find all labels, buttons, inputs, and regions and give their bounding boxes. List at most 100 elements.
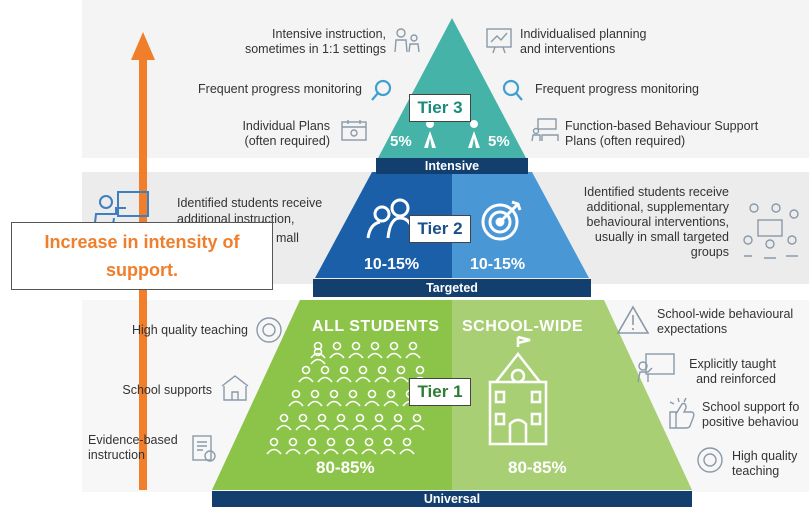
student-head (317, 413, 327, 423)
student-head (383, 437, 393, 447)
student-head (332, 341, 342, 351)
student-body (383, 400, 399, 407)
student-head (326, 437, 336, 447)
student-head (348, 389, 358, 399)
left-t3-progress-monitoring: Frequent progress monitoring (198, 82, 362, 96)
tier3-triangle (378, 18, 526, 158)
right-t3-individualised-planning: Individualised planning and intervention… (520, 27, 647, 56)
whiteboard-icon (486, 28, 512, 54)
tier3-label: Tier 3 (409, 94, 471, 122)
student-body (323, 448, 339, 455)
tier1-band: Universal (212, 491, 692, 507)
intensity-callout: Increase in intensity of support. (11, 222, 273, 290)
student-head (393, 413, 403, 423)
tier2-right-pct: 10-15% (470, 256, 526, 273)
teacher-student-icon (394, 28, 420, 53)
student-body (405, 352, 421, 359)
student-head (415, 365, 425, 375)
left-t1-high-quality-teaching: High quality teaching (131, 323, 248, 337)
school-building-icon (488, 335, 548, 446)
student-head (345, 437, 355, 447)
right-t3-progress-monitoring: Frequent progress monitoring (535, 82, 699, 96)
student-head (370, 341, 380, 351)
student-head (367, 389, 377, 399)
left-t2-line3: mall (276, 231, 299, 245)
right-t1-school-support: School support fo positive behaviou (702, 400, 800, 429)
left-t1-school-supports: School supports (122, 383, 212, 397)
student-body (399, 448, 415, 455)
student-body (266, 448, 282, 455)
student-head (301, 365, 311, 375)
left-t1-evidence-based: Evidence-based instruction (88, 433, 178, 462)
student-figures-tier3 (424, 120, 480, 148)
student-head (402, 437, 412, 447)
student-head (313, 341, 323, 351)
right-t1-high-quality-teaching: High quality teaching (732, 449, 798, 478)
student-body (307, 400, 323, 407)
student-head (320, 365, 330, 375)
student-body (326, 400, 342, 407)
student-head (288, 437, 298, 447)
student-body (342, 448, 358, 455)
right-t1-expectations: School-wide behavioural expectations (657, 307, 794, 336)
award-badge-icon (256, 317, 282, 343)
left-t2-line1: Identified students receive (177, 196, 323, 210)
student-body (390, 424, 406, 431)
student-body (409, 424, 425, 431)
tier2-label: Tier 2 (409, 215, 471, 243)
student-head (364, 437, 374, 447)
student-body (361, 448, 377, 455)
left-t3-individual-plans: Individual Plans (often required) (242, 119, 330, 148)
student-head (396, 365, 406, 375)
students-grid-icon (310, 347, 326, 365)
student-head (358, 365, 368, 375)
thumbs-up-icon (669, 397, 695, 429)
student-head (307, 437, 317, 447)
student-body (317, 376, 333, 383)
tier1-label: Tier 1 (409, 378, 471, 406)
document-check-icon (192, 435, 216, 462)
student-body (352, 424, 368, 431)
student-head (408, 341, 418, 351)
small-group-icon (743, 203, 799, 259)
right-t1-explicitly-taught: Explicitly taught and reinforced (689, 357, 776, 386)
all-students-caption: ALL STUDENTS (312, 318, 440, 335)
tier1-right (452, 300, 692, 490)
all-students-illustration (266, 341, 428, 455)
school-wide-caption: SCHOOL-WIDE (462, 318, 584, 335)
student-head (389, 341, 399, 351)
student-body (371, 424, 387, 431)
tier2-left (315, 172, 452, 278)
student-head (377, 365, 387, 375)
student-body (298, 376, 314, 383)
student-body (304, 448, 320, 455)
student-head (279, 413, 289, 423)
student-head (374, 413, 384, 423)
student-body (295, 424, 311, 431)
student-body (355, 376, 371, 383)
tier3-right-pct: 5% (488, 133, 510, 150)
student-head (339, 365, 349, 375)
student-head (351, 341, 361, 351)
student-body (393, 376, 409, 383)
calendar-icon (341, 120, 367, 141)
classroom-icon (531, 118, 559, 142)
tier3-band: Intensive (376, 158, 528, 174)
student-body (364, 400, 380, 407)
student-body (314, 424, 330, 431)
student-body (367, 352, 383, 359)
student-body (288, 400, 304, 407)
tier2-right (452, 172, 589, 278)
tier2-band: Targeted (313, 279, 591, 297)
student-head (355, 413, 365, 423)
student-body (380, 448, 396, 455)
student-head (310, 389, 320, 399)
tier3-left-pct: 5% (390, 133, 412, 150)
student-head (329, 389, 339, 399)
tier2-left-pct: 10-15% (364, 256, 420, 273)
tier1-left-pct: 80-85% (316, 458, 375, 477)
student-body (336, 376, 352, 383)
student-body (310, 352, 326, 359)
magnifier-icon (371, 79, 392, 101)
